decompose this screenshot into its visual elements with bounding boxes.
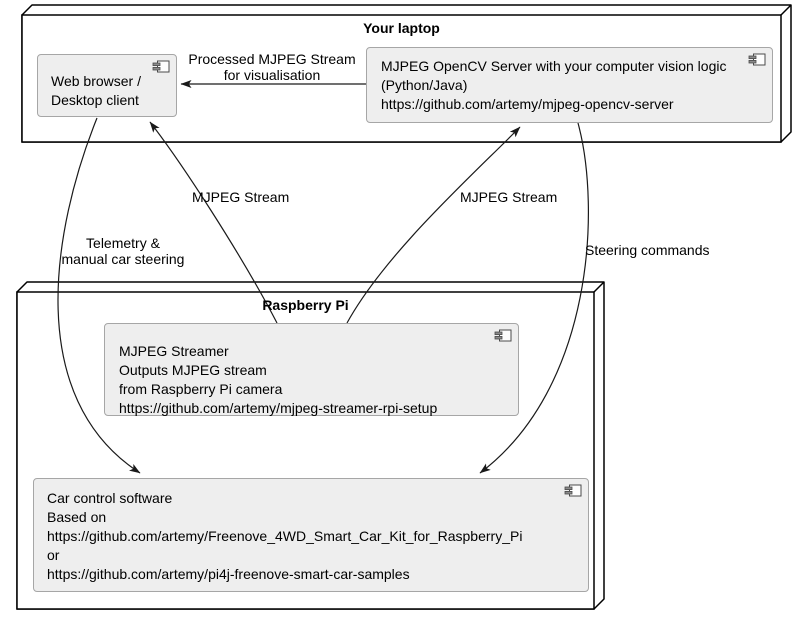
edge-label-processed-mjpeg-stream: Processed MJPEG Stream for visualisation — [188, 51, 356, 83]
edge-mjpeg-stream-to-browser — [149, 121, 278, 324]
edge-steering-commands — [479, 122, 589, 474]
raspberry-pi-node-title: Raspberry Pi — [262, 297, 349, 313]
edge-label-mjpeg-stream-left: MJPEG Stream — [192, 189, 290, 205]
component-icon — [494, 329, 512, 347]
mjpeg-streamer-component: MJPEG Streamer Outputs MJPEG stream from… — [104, 323, 519, 416]
web-browser-component: Web browser / Desktop client — [37, 54, 177, 117]
component-icon — [748, 53, 766, 71]
car-control-label: Car control software Based on https://gi… — [47, 490, 523, 582]
web-browser-label: Web browser / Desktop client — [51, 73, 141, 108]
opencv-server-label: MJPEG OpenCV Server with your computer v… — [381, 58, 727, 112]
edge-label-mjpeg-stream-right: MJPEG Stream — [460, 189, 558, 205]
laptop-node-title: Your laptop — [363, 20, 440, 36]
component-icon — [152, 60, 170, 78]
mjpeg-streamer-label: MJPEG Streamer Outputs MJPEG stream from… — [119, 343, 438, 416]
opencv-server-component: MJPEG OpenCV Server with your computer v… — [366, 47, 773, 123]
edge-label-steering-commands: Steering commands — [585, 242, 710, 258]
car-control-component: Car control software Based on https://gi… — [33, 478, 589, 592]
component-icon — [564, 484, 582, 502]
edge-telemetry-manual-steering — [57, 117, 141, 474]
edge-mjpeg-stream-to-opencv — [346, 126, 521, 324]
edge-label-telemetry: Telemetry & manual car steering — [61, 235, 185, 267]
